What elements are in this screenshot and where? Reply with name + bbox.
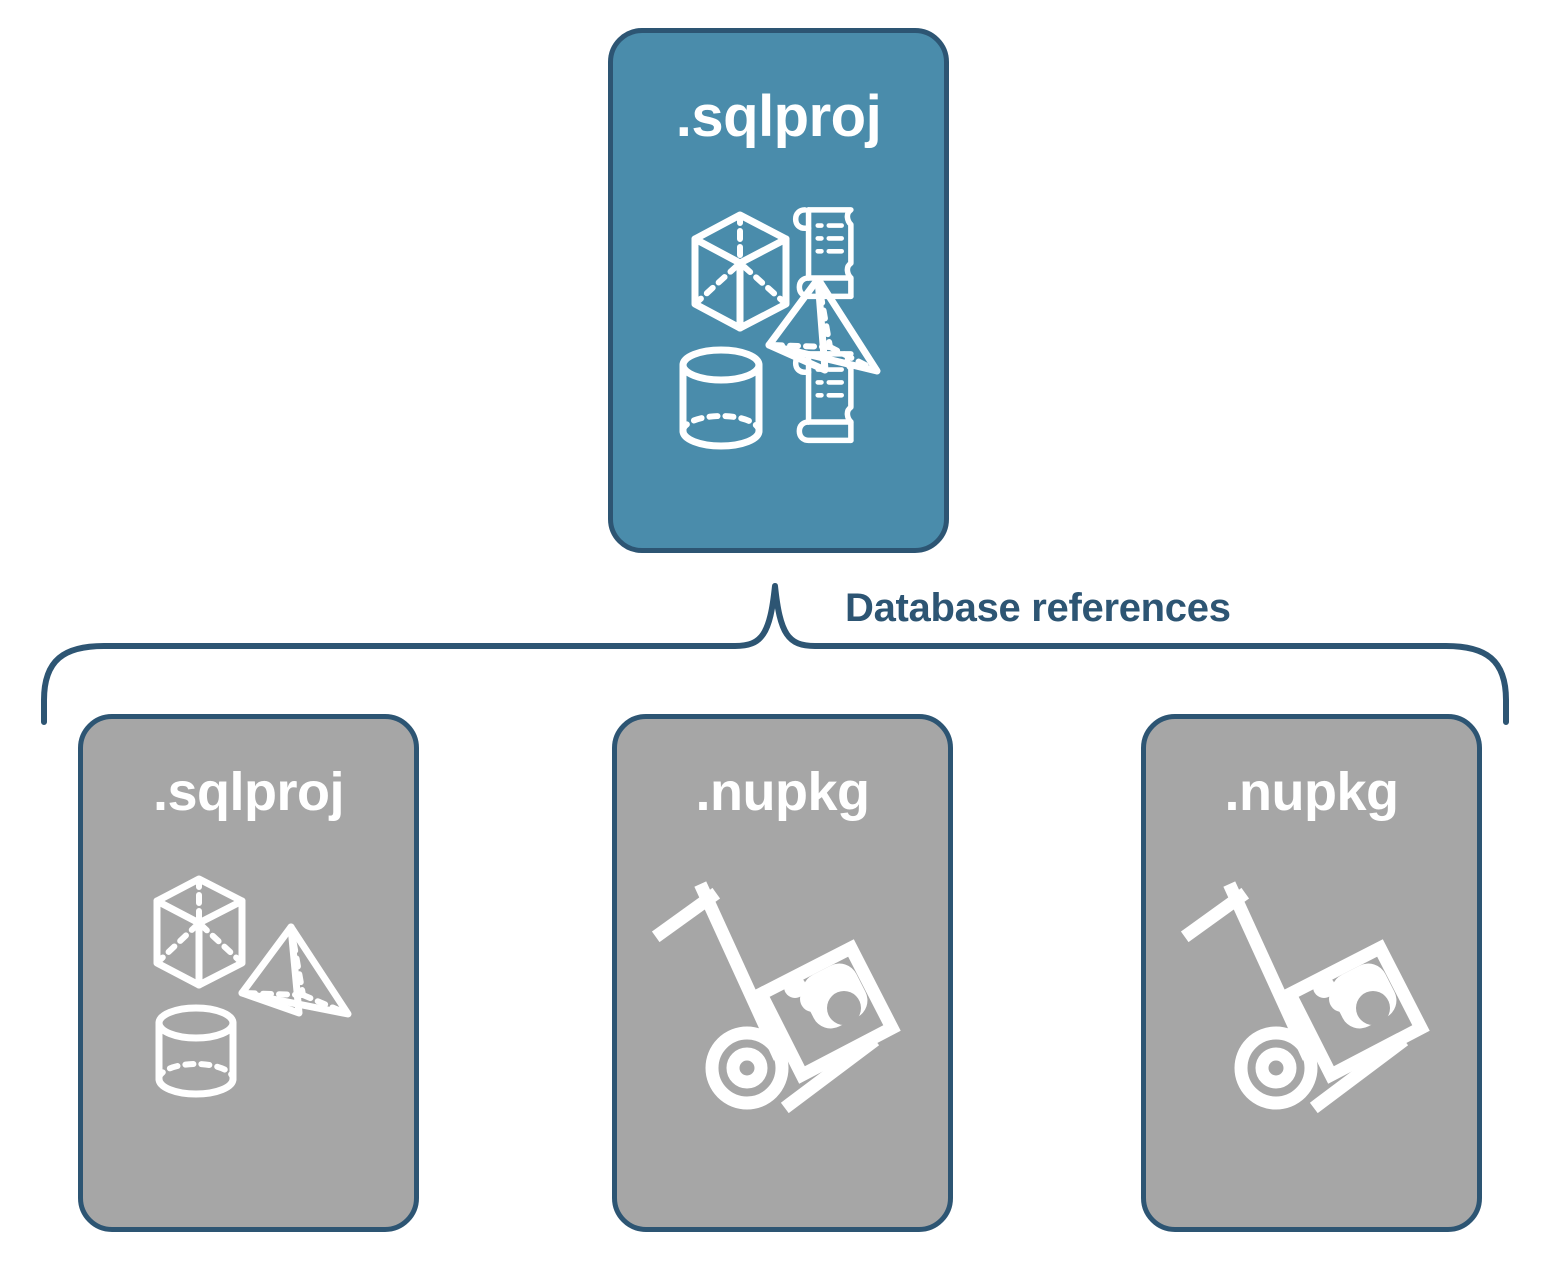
node-sqlproj-main[interactable]: .sqlproj <box>608 28 949 553</box>
cube-icon <box>153 875 245 989</box>
nuget-package-trolley-icon <box>1180 881 1430 1114</box>
node-nupkg-1[interactable]: .nupkg <box>612 714 953 1232</box>
pyramid-icon <box>238 923 351 1018</box>
trolley-wheel-outer <box>1234 1026 1317 1110</box>
nuget-package-trolley-icon <box>651 881 901 1114</box>
cylinder-icon <box>155 1004 236 1098</box>
nuget-logo-cutouts <box>826 991 861 1025</box>
scroll-icon <box>792 351 854 444</box>
trolley-wheel-hub <box>726 1047 767 1089</box>
cube-icon <box>691 211 789 332</box>
node-nupkg-1-icons <box>617 869 948 1149</box>
node-nupkg-1-title: .nupkg <box>695 762 870 822</box>
node-nupkg-2-title: .nupkg <box>1224 762 1399 822</box>
trolley-wheel-hub <box>1255 1047 1296 1089</box>
database-objects-icon-group <box>153 875 351 1098</box>
nuget-logo-cutouts <box>1355 991 1390 1025</box>
node-nupkg-2-icons <box>1146 869 1477 1149</box>
node-sqlproj-ref-icons <box>83 869 414 1099</box>
node-sqlproj-ref-title: .sqlproj <box>152 762 345 822</box>
database-objects-icon-group <box>679 207 880 450</box>
node-sqlproj-main-icons <box>613 193 944 463</box>
pyramid-icon <box>765 275 880 375</box>
node-sqlproj-main-title: .sqlproj <box>675 84 882 149</box>
bracket-path <box>41 583 1509 725</box>
node-sqlproj-ref[interactable]: .sqlproj <box>78 714 419 1232</box>
cylinder-icon <box>679 346 762 450</box>
node-nupkg-2[interactable]: .nupkg <box>1141 714 1482 1232</box>
trolley-wheel-outer <box>705 1026 788 1110</box>
bracket-label: Database references <box>845 586 1231 630</box>
